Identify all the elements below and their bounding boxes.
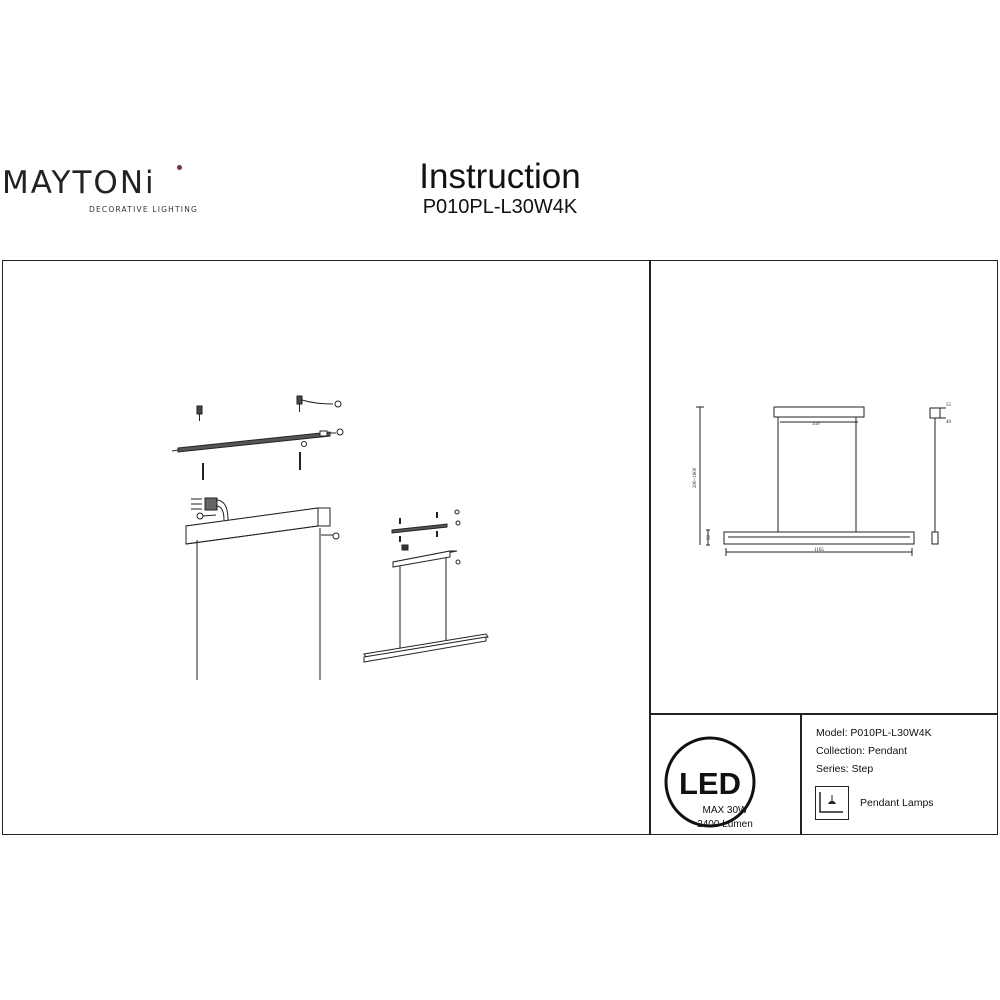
frame-divider-horizontal — [650, 713, 998, 715]
canopy-width-label: 350 — [812, 422, 820, 427]
led-badge: LED — [664, 736, 756, 828]
model-code: P010PL-L30W4K — [422, 196, 578, 218]
brand-accent-dot — [177, 165, 182, 170]
info-series: Series: Step — [816, 763, 874, 775]
canopy-box — [185, 507, 331, 545]
mounting-bracket — [171, 428, 344, 453]
power-rating: MAX 30W — [702, 805, 748, 816]
info-divider-vertical — [800, 713, 802, 835]
body-height-label: 50 — [707, 535, 712, 541]
info-collection: Collection: Pendant — [816, 745, 908, 757]
frame-divider-vertical — [649, 260, 651, 835]
terminal-block — [191, 497, 229, 521]
pendant-lamp-icon — [815, 786, 849, 820]
brand-name: MAYTONi — [2, 165, 156, 201]
body-length-label: 1165 — [814, 548, 824, 553]
lumen-rating: 2400 Lumen — [697, 819, 753, 830]
height-range-label: 200~1600 — [693, 467, 698, 488]
brand-tagline: DECORATIVE LIGHTING — [89, 205, 199, 214]
anchor-screw-left — [196, 405, 203, 421]
assembly-diagram — [171, 395, 489, 680]
dimension-drawing: 350 1165 200~1600 50 55 40 — [693, 403, 952, 556]
brand-logo: MAYTONi DECORATIVE LIGHTING — [2, 165, 197, 214]
side-view — [929, 407, 946, 545]
page-title: Instruction — [419, 157, 581, 196]
canopy-front — [773, 406, 865, 423]
assembled-lamp-view — [363, 509, 489, 663]
anchor-screw-right — [296, 395, 334, 412]
side-top-label: 55 — [946, 403, 952, 408]
side-width-label: 40 — [946, 420, 952, 425]
callout-1-top-circle — [334, 400, 342, 408]
led-badge-text: LED — [679, 766, 741, 801]
lamp-body-front — [723, 531, 915, 545]
instruction-frame — [2, 260, 998, 835]
info-category: Pendant Lamps — [860, 797, 934, 809]
info-model: Model: P010PL-L30W4K — [816, 727, 932, 739]
